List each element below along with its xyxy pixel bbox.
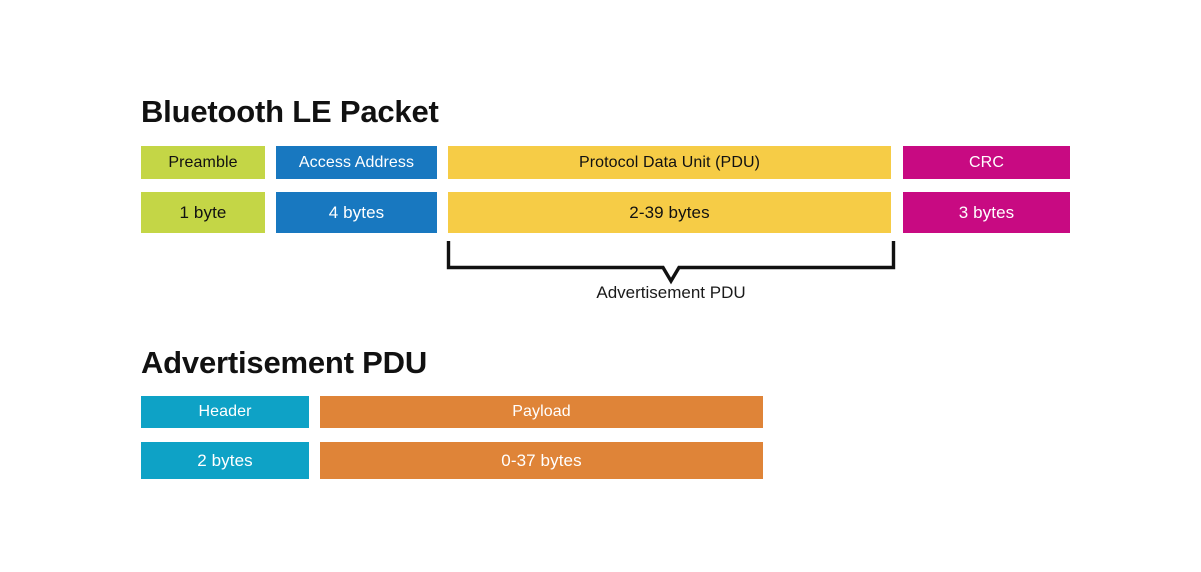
field-block-pdu-name: Protocol Data Unit (PDU) (448, 146, 891, 179)
section-title-bluetooth-le-packet: Bluetooth LE Packet (141, 94, 439, 129)
field-block-payload-size: 0-37 bytes (320, 442, 763, 479)
field-block-preamble-size: 1 byte (141, 192, 265, 233)
section-title-advertisement-pdu: Advertisement PDU (141, 345, 428, 380)
field-block-access-address-size: 4 bytes (276, 192, 437, 233)
field-block-header-size: 2 bytes (141, 442, 309, 479)
field-block-access-address-name: Access Address (276, 146, 437, 179)
field-block-header-name: Header (141, 396, 309, 428)
field-block-pdu-size: 2-39 bytes (448, 192, 891, 233)
field-block-crc-size: 3 bytes (903, 192, 1070, 233)
advertisement-pdu-bracket (443, 236, 899, 286)
field-block-payload-name: Payload (320, 396, 763, 428)
field-block-crc-name: CRC (903, 146, 1070, 179)
field-block-preamble-name: Preamble (141, 146, 265, 179)
advertisement-pdu-bracket-label: Advertisement PDU (596, 283, 746, 302)
